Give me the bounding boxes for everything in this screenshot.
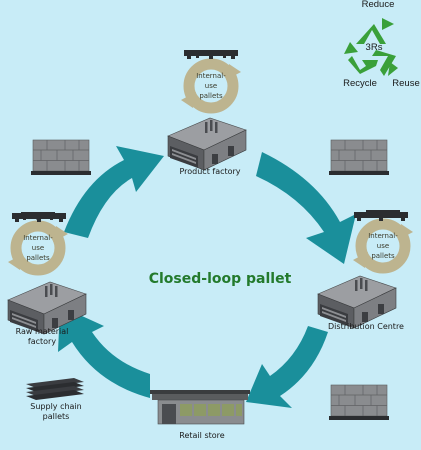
supply-chain-pallet-stack bbox=[26, 378, 84, 400]
recycle-recycle-label: Recycle bbox=[343, 78, 377, 89]
supply-chain-pallets-label: Supply chain pallets bbox=[16, 402, 96, 422]
empty-pallet-stack-top bbox=[184, 50, 238, 59]
retail-store-label: Retail store bbox=[179, 431, 225, 440]
goods-pallet-right-bottom bbox=[328, 384, 390, 421]
internal-pallets-loop-top: Internal- use pallets bbox=[181, 50, 241, 108]
internal-pallets-loop-left: Internal- use pallets bbox=[8, 212, 68, 270]
raw-material-factory-label-line1: Raw material bbox=[15, 327, 69, 336]
supply-chain-label-line1: Supply chain bbox=[30, 402, 82, 411]
flow-arrow-to-product-factory bbox=[64, 146, 164, 238]
svg-text:use: use bbox=[205, 82, 217, 90]
empty-pallet-stack-right bbox=[354, 212, 408, 221]
svg-text:pallets: pallets bbox=[26, 254, 50, 262]
svg-text:Internal-: Internal- bbox=[23, 234, 53, 242]
svg-text:pallets: pallets bbox=[199, 92, 223, 100]
diagram-title: Closed-loop pallet bbox=[148, 271, 292, 287]
flow-arrow-to-raw-material bbox=[58, 306, 150, 398]
distribution-centre-building bbox=[317, 275, 397, 329]
distribution-centre-label: Distribution Centre bbox=[328, 322, 404, 331]
product-factory-building bbox=[167, 117, 247, 171]
goods-pallet-right-top bbox=[328, 139, 390, 176]
raw-material-factory-label-line2: factory bbox=[27, 337, 57, 346]
svg-text:use: use bbox=[377, 242, 389, 250]
recycle-reduce-label: Reduce bbox=[362, 0, 395, 10]
goods-pallet-left bbox=[30, 139, 92, 176]
flow-arrow-to-distribution bbox=[256, 152, 356, 264]
product-factory-label: Product factory bbox=[179, 167, 241, 176]
empty-pallet-stack-left bbox=[12, 213, 66, 222]
svg-text:Internal-: Internal- bbox=[196, 72, 226, 80]
svg-text:Internal-: Internal- bbox=[368, 232, 398, 240]
svg-text:pallets: pallets bbox=[371, 252, 395, 260]
retail-store-building bbox=[150, 390, 250, 425]
internal-pallets-loop-right: Internal- use pallets bbox=[353, 210, 413, 268]
raw-material-factory-label: Raw material factory bbox=[2, 327, 82, 347]
svg-text:use: use bbox=[32, 244, 44, 252]
supply-chain-label-line2: pallets bbox=[42, 412, 70, 421]
recycle-center-label: 3Rs bbox=[366, 42, 383, 53]
recycle-reuse-label: Reuse bbox=[392, 78, 419, 89]
recycle-icon bbox=[344, 18, 398, 76]
flow-arrow-to-retail bbox=[246, 326, 328, 408]
